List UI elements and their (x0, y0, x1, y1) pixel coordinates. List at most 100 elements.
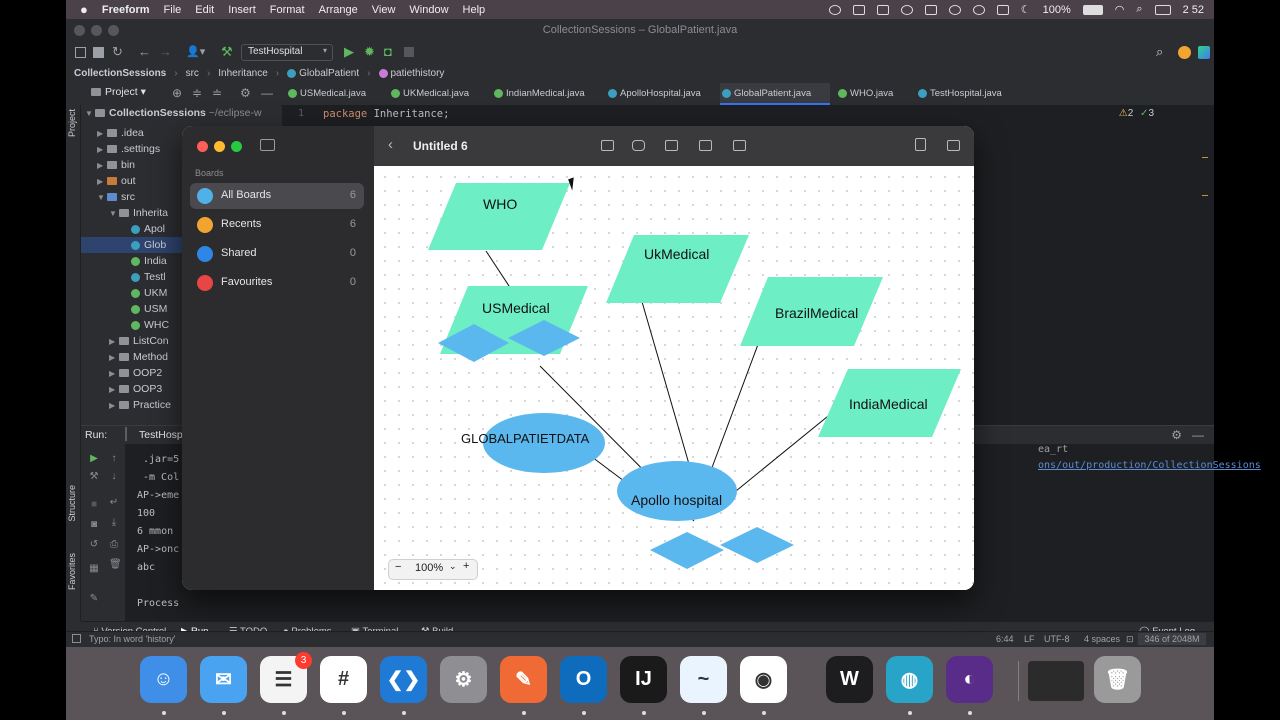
diamond-shape[interactable] (720, 527, 794, 563)
up-arrow-icon[interactable]: ↑ (111, 453, 117, 464)
hide-panel-icon[interactable]: — (1192, 428, 1204, 442)
tree-item[interactable]: ▶.settings (81, 141, 281, 157)
tab-globalpatient[interactable]: GlobalPatient.java (720, 83, 830, 105)
moon-icon[interactable]: ☾ (1020, 4, 1031, 16)
toolbox-icon[interactable] (1198, 46, 1210, 59)
chrome-icon[interactable]: ◉ (740, 656, 787, 703)
tree-item[interactable]: ▶bin (81, 157, 281, 173)
tree-item[interactable]: Testl (81, 269, 281, 285)
system-settings-icon[interactable]: ⚙ (440, 656, 487, 703)
expand-icon[interactable]: ≐ (212, 86, 223, 100)
pin-icon[interactable]: ✎ (89, 593, 99, 604)
breadcrumb-field[interactable]: patiethistory (390, 68, 445, 79)
chevron-right-icon[interactable]: ▶ (97, 129, 104, 138)
connector-line[interactable] (485, 250, 512, 290)
outlook-icon[interactable]: O (560, 656, 607, 703)
tab-apollohospital[interactable]: ApolloHospital.java (606, 83, 732, 105)
board-title[interactable]: Untitled 6 (413, 139, 468, 153)
zoom-out-icon[interactable]: − (395, 561, 402, 573)
update-icon[interactable] (1178, 46, 1191, 59)
clock-icon[interactable] (948, 4, 961, 15)
run-icon[interactable]: ▶ (344, 44, 354, 59)
back-icon[interactable]: ← (138, 44, 151, 59)
breadcrumb-package[interactable]: Inheritance (218, 68, 268, 79)
chevron-right-icon[interactable]: ▶ (109, 337, 116, 346)
menu-app-name[interactable]: Freeform (101, 3, 150, 16)
compose-icon[interactable] (947, 140, 960, 151)
project-tool-tab[interactable]: Project (67, 109, 77, 138)
ide-close-button[interactable] (74, 25, 85, 36)
wifi-icon[interactable]: ◠ (1114, 4, 1125, 16)
play-icon[interactable] (972, 4, 985, 15)
tree-item[interactable]: WHC (81, 317, 281, 333)
save-icon[interactable] (93, 47, 104, 58)
globe-icon[interactable] (900, 4, 913, 15)
tree-item[interactable]: ▶OOP2 (81, 365, 281, 381)
tab-testhospital[interactable]: TestHospital.java (916, 83, 1030, 105)
inspection-widget[interactable]: ⚠2 ✓3 (1118, 108, 1154, 119)
record-icon[interactable] (828, 4, 841, 15)
tab-indianmedical[interactable]: IndianMedical.java (492, 83, 616, 105)
folder-icon[interactable] (733, 140, 746, 151)
freeform-icon[interactable]: ~ (680, 656, 727, 703)
build-hammer-icon[interactable]: ⚒ (221, 44, 233, 59)
brazilmedical-shape[interactable] (740, 277, 883, 346)
battery-icon[interactable] (1082, 4, 1103, 15)
search-icon[interactable]: ⌕ (1156, 44, 1164, 59)
cursor-position[interactable]: 6:44 (996, 634, 1014, 644)
firefox-icon[interactable]: ◐ (946, 656, 993, 703)
menu-file[interactable]: File (163, 3, 182, 16)
window-preview-icon[interactable] (1028, 661, 1084, 701)
tree-item[interactable]: ▶out (81, 173, 281, 189)
menu-view[interactable]: View (371, 3, 396, 16)
shapes-icon[interactable] (632, 140, 645, 151)
chevron-down-icon[interactable]: ▼ (109, 209, 117, 218)
coverage-icon[interactable]: ◘ (384, 44, 392, 59)
settings-gear-icon[interactable]: ⚙ (1171, 428, 1182, 442)
tree-item[interactable]: Apol (81, 221, 281, 237)
camera-icon[interactable]: ◙ (90, 519, 98, 530)
project-panel-toggle[interactable]: Project ▾ (91, 86, 146, 98)
chevron-right-icon[interactable]: ▶ (109, 401, 116, 410)
settings-gear-icon[interactable]: ⚙ (240, 86, 251, 100)
tab-who[interactable]: WHO.java (836, 83, 926, 105)
postman-icon[interactable]: ✎ (500, 656, 547, 703)
chevron-down-icon[interactable]: ⌄ (449, 561, 457, 571)
connector-line[interactable] (706, 322, 767, 482)
tree-item[interactable]: ▶ListCon (81, 333, 281, 349)
tree-item[interactable]: USM (81, 301, 281, 317)
tree-item[interactable]: ▼src (81, 189, 281, 205)
status-message[interactable]: Typo: In word 'history' (89, 634, 176, 644)
connector-line[interactable] (635, 280, 692, 472)
menu-window[interactable]: Window (409, 3, 449, 16)
ukmedical-shape[interactable] (606, 235, 749, 303)
ff-close-button[interactable] (197, 141, 208, 152)
chevron-down-icon[interactable]: ▼ (97, 193, 105, 202)
globalpatient-shape[interactable] (483, 413, 605, 473)
tree-item[interactable]: ▶OOP3 (81, 381, 281, 397)
share-icon[interactable] (915, 138, 926, 151)
structure-tool-tab[interactable]: Structure (67, 485, 77, 522)
chevron-right-icon[interactable]: ▶ (97, 145, 104, 154)
zoom-control[interactable]: − 100% ⌄ + (388, 559, 478, 580)
sync-icon[interactable]: ↻ (112, 44, 123, 59)
chevron-right-icon[interactable]: ▶ (97, 161, 104, 170)
ide-zoom-button[interactable] (108, 25, 119, 36)
scroll-end-icon[interactable]: ⤓ (111, 517, 117, 528)
chevron-right-icon[interactable]: ▶ (109, 353, 116, 362)
user-icon[interactable]: 👤▾ (186, 46, 206, 58)
apple-icon[interactable]: ● (80, 2, 88, 17)
print-icon[interactable]: ⎙ (110, 539, 118, 550)
breadcrumb-project[interactable]: CollectionSessions (74, 68, 167, 79)
forward-icon[interactable]: → (159, 44, 172, 59)
tree-item[interactable]: UKM (81, 285, 281, 301)
target-icon[interactable]: ⊕ (172, 86, 183, 100)
soft-wrap-icon[interactable]: ↵ (109, 497, 119, 508)
layout-icon[interactable]: ▦ (89, 563, 99, 574)
stop-icon[interactable] (404, 47, 414, 57)
zoom-in-icon[interactable]: + (463, 560, 470, 572)
